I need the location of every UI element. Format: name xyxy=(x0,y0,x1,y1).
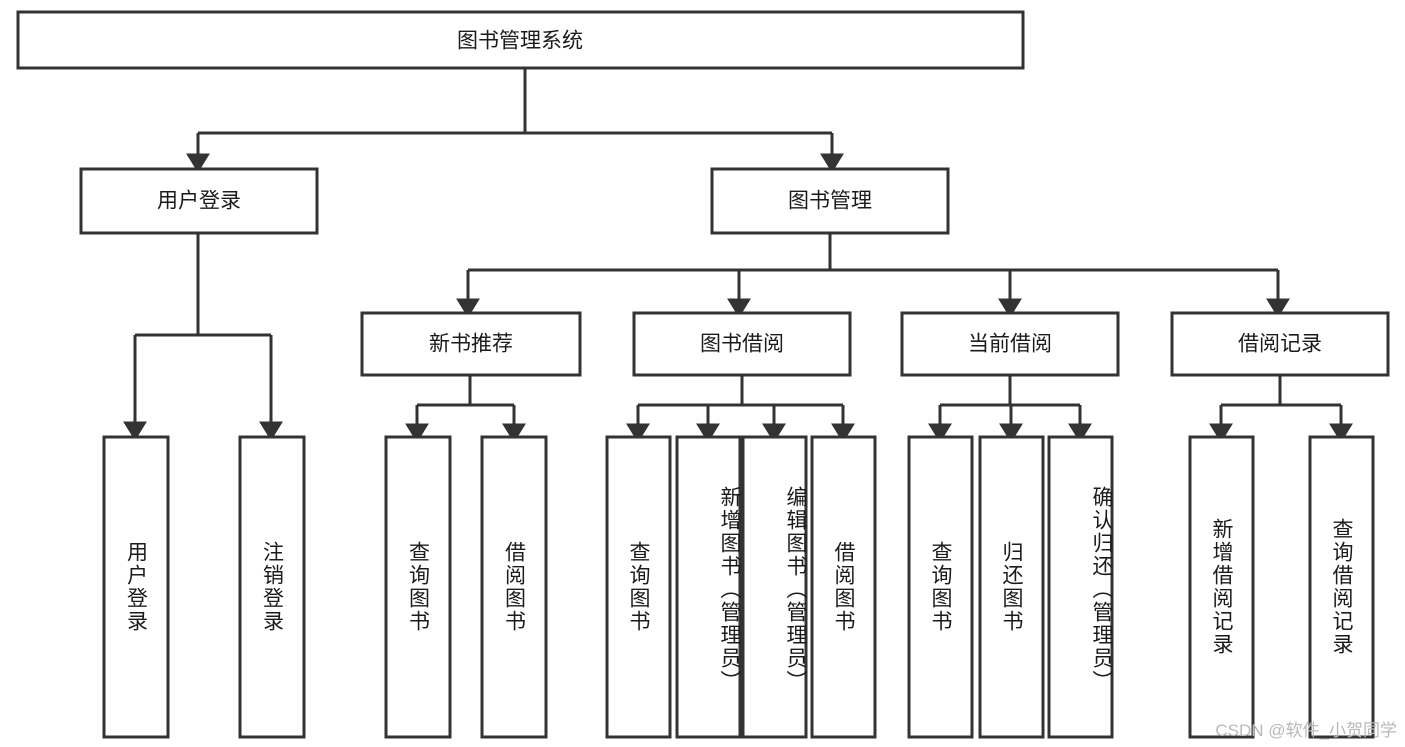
leaf-box-bb-query-book[interactable] xyxy=(605,435,672,739)
leaf-box-nbr-query-book[interactable] xyxy=(384,435,452,739)
node-borrow-record-label: 借阅记录 xyxy=(1238,333,1322,356)
leaf-box-bb-add-book[interactable] xyxy=(675,435,742,739)
node-root-label: 图书管理系统 xyxy=(457,30,583,53)
node-group: 图书管理系统 用户登录 图书管理 新书推荐 图书借阅 当前借阅 借阅记录 xyxy=(16,10,1390,739)
node-book-management[interactable] xyxy=(710,167,950,235)
leaf-box-bb-borrow-book[interactable] xyxy=(810,435,877,739)
node-new-book-recommend[interactable] xyxy=(360,311,582,377)
leaf-box-cb-confirm-return[interactable] xyxy=(1047,435,1114,739)
node-root-book-management-system[interactable] xyxy=(16,10,1025,70)
node-book-management-label: 图书管理 xyxy=(788,190,872,213)
csdn-watermark: CSDN @软件_小贺同学 xyxy=(1215,721,1397,740)
leaf-box-cb-query-book[interactable] xyxy=(907,435,974,739)
connector-group xyxy=(123,68,1353,443)
leaf-box-cb-return-book[interactable] xyxy=(978,435,1045,739)
node-current-borrow[interactable] xyxy=(900,311,1120,377)
leaf-box-br-query-record[interactable] xyxy=(1308,435,1375,739)
node-new-book-recommend-label: 新书推荐 xyxy=(429,333,513,356)
leaf-box-bb-edit-book[interactable] xyxy=(741,435,808,739)
leaf-box-br-add-record[interactable] xyxy=(1188,435,1255,739)
node-current-borrow-label: 当前借阅 xyxy=(968,333,1052,356)
leaf-box-user-logout[interactable] xyxy=(238,435,306,739)
node-book-borrow-label: 图书借阅 xyxy=(700,333,784,356)
node-user-login[interactable] xyxy=(79,167,319,235)
leaf-box-nbr-borrow-book[interactable] xyxy=(480,435,548,739)
node-borrow-record[interactable] xyxy=(1170,311,1390,377)
node-book-borrow[interactable] xyxy=(632,311,852,377)
node-user-login-label: 用户登录 xyxy=(157,190,241,213)
leaf-box-user-login[interactable] xyxy=(102,435,170,739)
